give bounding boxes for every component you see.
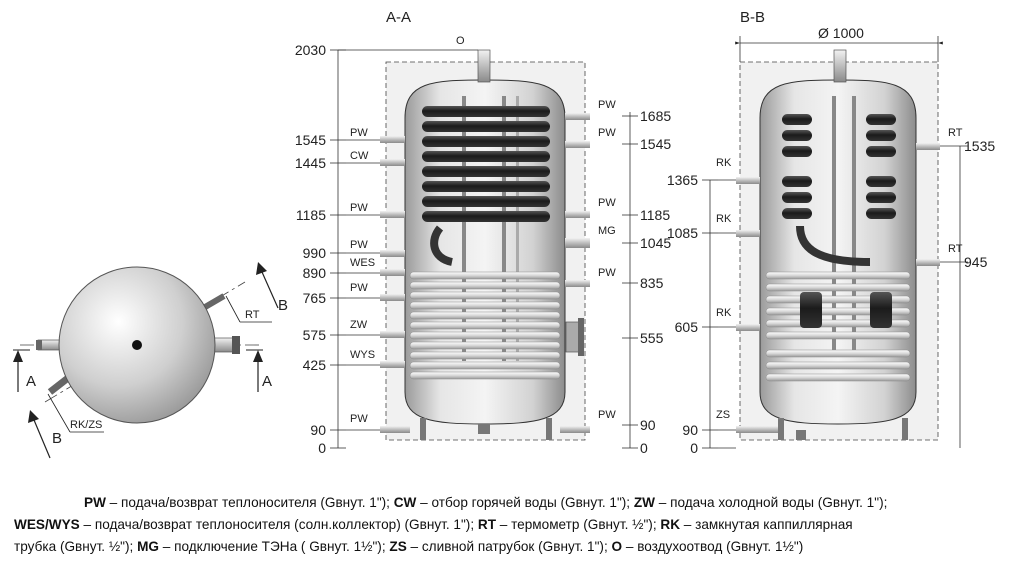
aa-left-connection-label: PW <box>350 282 368 294</box>
aa-right-dim: 1545 <box>640 136 671 152</box>
legend-code: CW <box>393 495 417 510</box>
legend-code: ZS <box>389 539 407 554</box>
aa-left-connection-label: PW <box>350 127 368 139</box>
legend: PW – подача/возврат теплоносителя (Gвнут… <box>14 492 1014 558</box>
legend-code: RK <box>660 517 681 532</box>
legend-description: – термометр (Gвнут. ½"); <box>496 517 661 532</box>
bb-left-dim: 1085 <box>667 225 698 241</box>
legend-code: RT <box>477 517 496 532</box>
aa-right-dim: 1185 <box>640 207 670 223</box>
upper-coil-aa <box>422 106 550 266</box>
section-arrow-a-left: A <box>26 373 36 390</box>
aa-left-dim: 1185 <box>296 207 326 223</box>
bb-right-connection-label: RT <box>948 243 963 255</box>
aa-left-connection-label: PW <box>350 239 368 251</box>
technical-drawing: A A B B RT RK/ZS A-A <box>13 9 996 459</box>
section-arrow-b-top: B <box>278 297 288 314</box>
aa-left-dim: 765 <box>303 290 327 306</box>
top-view: A A B B RT RK/ZS <box>13 262 288 459</box>
legend-description: – подача/возврат теплоносителя (Gвнут. 1… <box>105 495 394 510</box>
aa-left-dim: 0 <box>318 440 326 456</box>
aa-left-dim: 990 <box>303 245 327 261</box>
legend-description: – подключение ТЭНа ( Gвнут. 1½"); <box>159 539 390 554</box>
aa-left-stubs <box>380 136 410 433</box>
aa-left-connection-label: PW <box>350 413 368 425</box>
aa-top-o-label: O <box>456 35 465 47</box>
bb-left-connection-label: RK <box>716 213 732 225</box>
legend-description: – замкнутая каппиллярная <box>680 517 853 532</box>
aa-right-dim: 1685 <box>640 108 671 124</box>
aa-right-connection-label: PW <box>598 127 616 139</box>
section-bb: B-B Ø 1000 <box>667 9 996 456</box>
legend-description: – сливной патрубок (Gвнут. 1"); <box>406 539 612 554</box>
aa-right-connection-label: PW <box>598 197 616 209</box>
aa-left-dim: 1445 <box>295 155 326 171</box>
aa-left-dim: 575 <box>303 327 327 343</box>
lower-coil-aa <box>409 271 561 380</box>
aa-left-connection-label: WES <box>350 257 375 269</box>
aa-right-dim: 1045 <box>640 235 671 251</box>
legend-code: WES/WYS <box>14 517 80 532</box>
aa-left-connection-label: PW <box>350 202 368 214</box>
legend-code: MG <box>137 539 159 554</box>
aa-right-connection-label: MG <box>598 225 616 237</box>
legend-line: PW – подача/возврат теплоносителя (Gвнут… <box>14 492 1014 514</box>
legend-description: – подача/возврат теплоносителя (солн.кол… <box>79 517 478 532</box>
section-arrow-b-bottom: B <box>52 430 62 447</box>
bb-left-connection-label: RK <box>716 157 732 169</box>
aa-right-stubs <box>560 113 590 433</box>
bb-diameter-label: Ø 1000 <box>818 25 864 41</box>
aa-right-dim: 835 <box>640 275 664 291</box>
legend-description: трубка (Gвнут. ½"); <box>14 539 138 554</box>
aa-right-dim: 0 <box>640 440 648 456</box>
aa-left-dim: 890 <box>303 265 327 281</box>
top-view-rkzs-label: RK/ZS <box>70 419 102 431</box>
section-arrow-a-right: A <box>262 373 272 390</box>
bb-left-dim: 1365 <box>667 172 698 188</box>
legend-description: – подача холодной воды (Gвнут. 1"); <box>655 495 888 510</box>
bb-left-connection-label: ZS <box>716 409 730 421</box>
section-bb-title: B-B <box>740 9 765 26</box>
top-view-rt-label: RT <box>245 309 260 321</box>
legend-description: – отбор горячей воды (Gвнут. 1"); <box>416 495 634 510</box>
aa-right-dim: 90 <box>640 417 656 433</box>
aa-left-dim: 1545 <box>295 132 326 148</box>
aa-left-connection-label: CW <box>350 150 369 162</box>
bb-left-dim: 0 <box>690 440 698 456</box>
legend-code: ZW <box>633 495 655 510</box>
aa-left-connection-label: WYS <box>350 349 375 361</box>
bb-stubs <box>736 143 940 433</box>
bb-left-connection-label: RK <box>716 307 732 319</box>
legend-line: WES/WYS – подача/возврат теплоносителя (… <box>14 514 1014 536</box>
lower-coil-bb <box>765 271 911 382</box>
upper-coil-bb <box>782 114 896 266</box>
bb-right-dim: 945 <box>964 254 988 270</box>
aa-right-dim: 555 <box>640 330 664 346</box>
aa-left-connection-label: ZW <box>350 319 368 331</box>
legend-code: O <box>611 539 623 554</box>
aa-right-connection-label: PW <box>598 267 616 279</box>
aa-left-dim: 90 <box>310 422 326 438</box>
section-aa: A-A <box>295 9 672 456</box>
aa-left-dim: 2030 <box>295 42 326 58</box>
aa-right-connection-label: PW <box>598 99 616 111</box>
legend-code: PW <box>84 495 106 510</box>
aa-right-connection-label: PW <box>598 409 616 421</box>
aa-left-dim: 425 <box>303 357 327 373</box>
bb-right-dim: 1535 <box>964 138 995 154</box>
section-aa-title: A-A <box>386 9 411 26</box>
bb-left-dim: 605 <box>675 319 699 335</box>
legend-description: – воздухоотвод (Gвнут. 1½") <box>622 539 804 554</box>
bb-right-connection-label: RT <box>948 127 963 139</box>
bb-left-dim: 90 <box>682 422 698 438</box>
legend-line: трубка (Gвнут. ½"); MG – подключение ТЭН… <box>14 536 1014 558</box>
